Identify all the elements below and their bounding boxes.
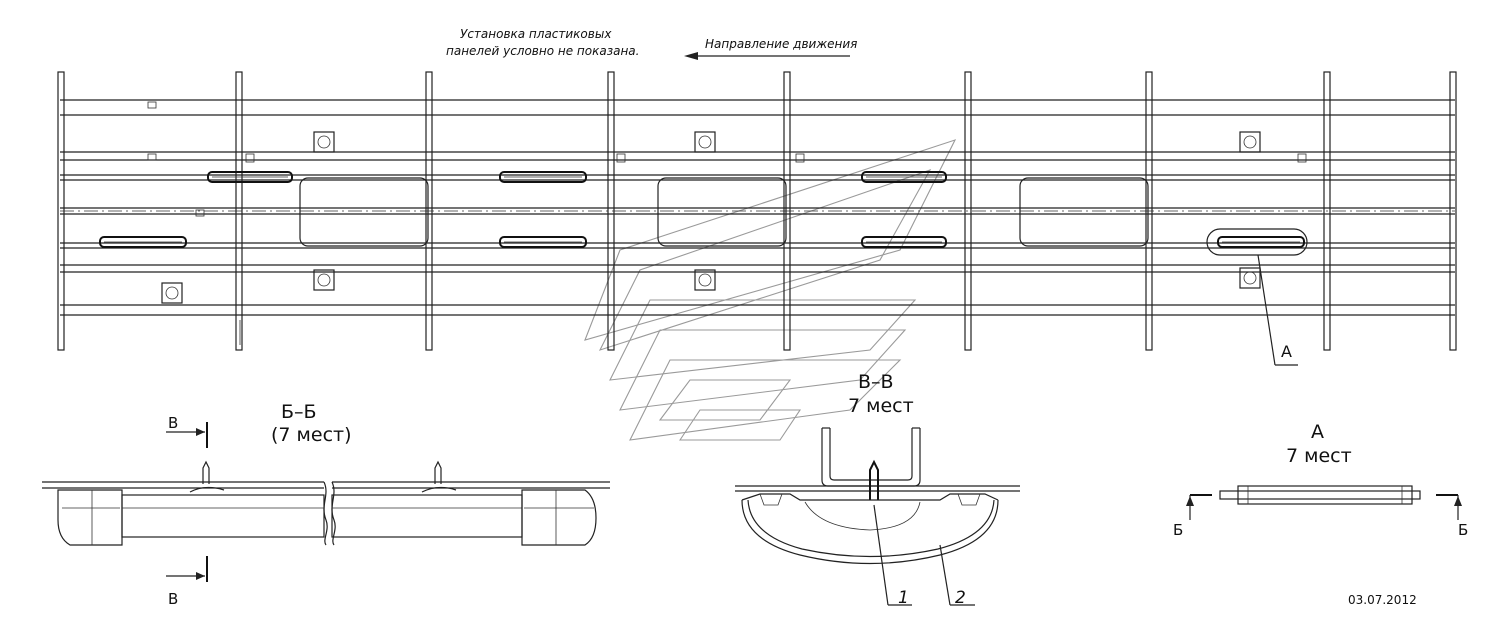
cut-b-right-label: Б xyxy=(1458,521,1468,539)
section-bb-count: (7 мест) xyxy=(271,424,352,446)
cross-members xyxy=(57,71,1457,351)
position-2-label: 2 xyxy=(955,588,966,608)
frame-openings xyxy=(299,177,1149,247)
position-1-label: 1 xyxy=(898,588,909,608)
cut-v-bottom-label: В xyxy=(168,590,178,608)
section-vv: В–В 7 мест 1 2 xyxy=(735,371,1020,608)
view-a-count: 7 мест xyxy=(1286,445,1352,467)
cut-arrow-icon xyxy=(196,428,205,436)
longitudinal-rails xyxy=(60,99,1455,316)
callout-a-label: А xyxy=(1281,342,1292,361)
cut-b-left-label: Б xyxy=(1173,521,1183,539)
section-bb-title: Б–Б xyxy=(281,401,317,423)
section-bb: Б–Б (7 мест) В В xyxy=(42,401,610,608)
cut-v-top-label: В xyxy=(168,414,178,432)
cut-arrow-icon xyxy=(1186,496,1194,506)
chassis-plan: А xyxy=(57,71,1457,366)
view-a-title: А xyxy=(1311,421,1324,443)
direction-arrow-icon xyxy=(684,52,698,60)
section-vv-count: 7 мест xyxy=(848,395,914,417)
drawing-date: 03.07.2012 xyxy=(1348,593,1417,607)
note-panels-line1: Установка пластиковых xyxy=(460,27,612,41)
light-fixtures xyxy=(99,171,1308,256)
cut-arrow-icon xyxy=(1454,496,1462,506)
callout-a: А xyxy=(1257,254,1298,366)
notes: Установка пластиковых панелей условно не… xyxy=(446,27,857,60)
watermark-logo xyxy=(584,139,957,441)
callout-a-outline xyxy=(1206,228,1308,256)
note-direction: Направление движения xyxy=(705,37,857,51)
cut-arrow-icon xyxy=(196,572,205,580)
round-fittings xyxy=(147,101,1307,345)
view-a: А 7 мест Б Б xyxy=(1173,421,1468,539)
section-vv-title: В–В xyxy=(858,371,894,393)
note-panels-line2: панелей условно не показана. xyxy=(446,44,639,58)
